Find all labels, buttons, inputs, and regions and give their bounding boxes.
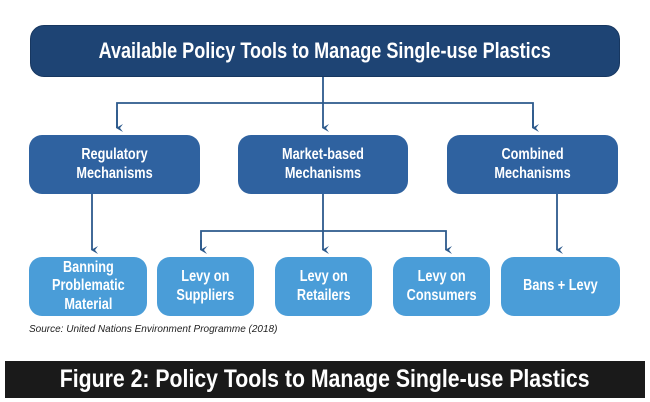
node-label: Banning Problematic Material — [51, 258, 125, 313]
node-levy-retailers: Levy on Retailers — [275, 257, 372, 316]
node-banning: Banning Problematic Material — [29, 257, 147, 316]
node-label: Bans + Levy — [523, 277, 598, 295]
node-label: Regulatory Mechanisms — [76, 145, 153, 182]
node-regulatory: Regulatory Mechanisms — [29, 135, 200, 194]
node-combined: Combined Mechanisms — [447, 135, 618, 194]
node-bans-levy: Bans + Levy — [501, 257, 620, 316]
root-node: Available Policy Tools to Manage Single-… — [30, 25, 620, 77]
caption-text: Figure 2: Policy Tools to Manage Single-… — [60, 365, 590, 393]
node-levy-suppliers: Levy on Suppliers — [157, 257, 254, 316]
node-label: Market-based Mechanisms — [282, 145, 364, 182]
figure-caption: Figure 2: Policy Tools to Manage Single-… — [5, 361, 645, 398]
source-note: Source: United Nations Environment Progr… — [29, 324, 278, 335]
connector-top-branch — [116, 102, 534, 128]
node-label: Levy on Suppliers — [176, 267, 235, 304]
node-label: Levy on Consumers — [406, 267, 477, 304]
node-label: Levy on Retailers — [296, 267, 351, 304]
node-label: Combined Mechanisms — [494, 145, 571, 182]
root-label: Available Policy Tools to Manage Single-… — [98, 37, 552, 63]
node-levy-consumers: Levy on Consumers — [393, 257, 490, 316]
node-market-based: Market-based Mechanisms — [238, 135, 408, 194]
